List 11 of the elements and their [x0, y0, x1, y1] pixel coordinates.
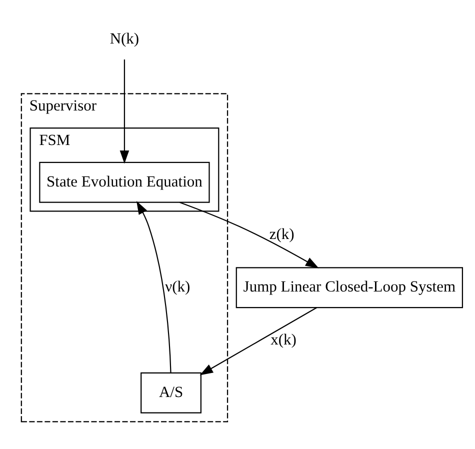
edge-label: ν(k): [165, 278, 190, 296]
node-box: Jump Linear Closed-Loop System: [236, 266, 464, 308]
node-box: A/S: [140, 372, 202, 413]
edge-label: z(k): [269, 226, 294, 243]
arrow: [200, 306, 317, 375]
node-box: State Evolution Equation: [39, 161, 210, 202]
arrow: [120, 58, 130, 164]
node-text: N(k): [110, 30, 140, 47]
arrow: [136, 200, 172, 372]
arrow: [179, 201, 319, 268]
edge-label: x(k): [270, 330, 296, 348]
